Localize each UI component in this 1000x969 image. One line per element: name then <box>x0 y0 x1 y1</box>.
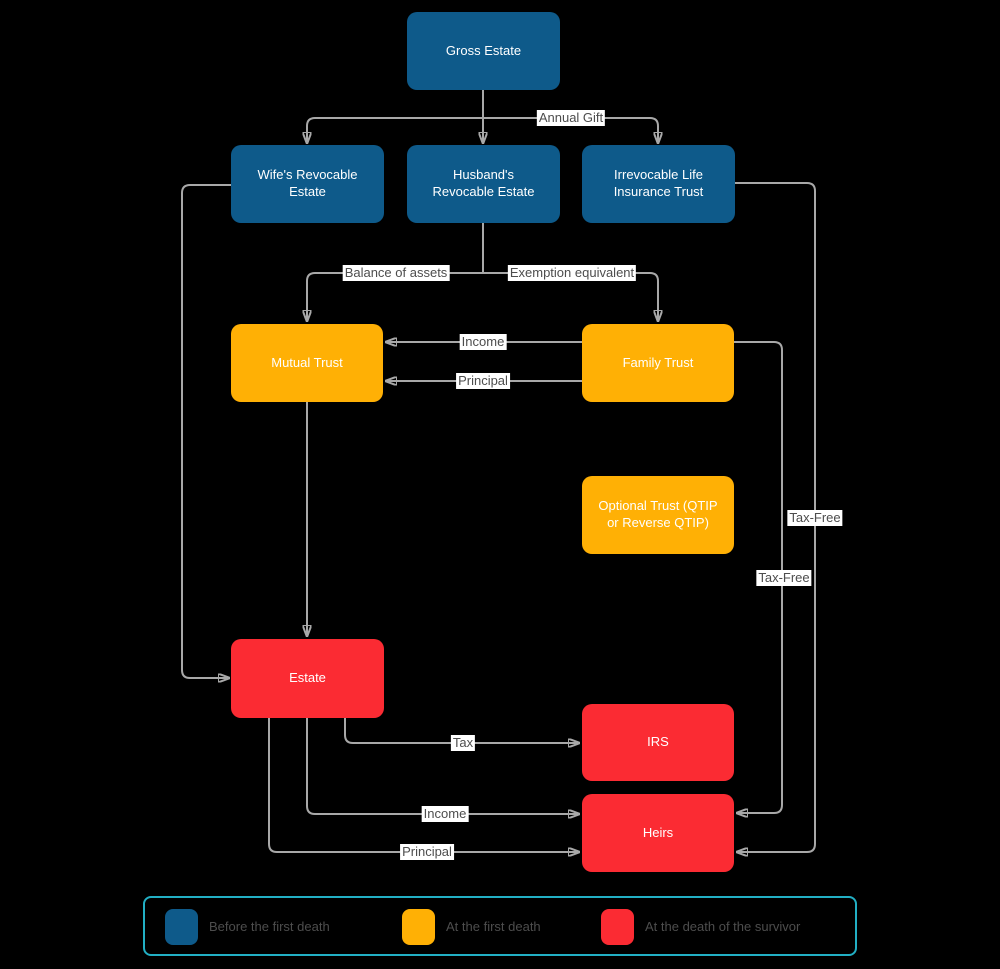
node-label: Heirs <box>642 824 674 840</box>
edge-label-tax: Tax <box>450 735 476 751</box>
edge-label-balance-of-assets: Balance of assets <box>342 265 450 281</box>
legend-label-before-first-death: Before the first death <box>209 919 330 934</box>
node-family-trust: Family Trust <box>582 324 734 402</box>
node-label: Family Trust <box>622 354 694 370</box>
edge-label-principal-heirs: Principal <box>400 844 454 860</box>
node-label: IRS <box>647 734 669 750</box>
edge-wife-to-estate <box>181 184 231 678</box>
edge-husband-to-mutual <box>307 272 483 321</box>
node-label: Estate <box>289 670 326 686</box>
node-wifes-revocable-estate: Wife's Revocable Estate <box>231 145 384 223</box>
node-estate: Estate <box>231 639 384 718</box>
node-label: Wife's Revocable Estate <box>257 167 358 199</box>
edge-label-tax-free-ilit: Tax-Free <box>787 510 843 526</box>
node-optional-trust-qtip: Optional Trust (QTIP or Reverse QTIP) <box>582 476 734 554</box>
legend: Before the first death At the first deat… <box>143 896 857 956</box>
edge-label-income-trust: Income <box>459 334 507 350</box>
edge-gross-to-wife <box>307 117 483 143</box>
edge-label-principal-trust: Principal <box>456 373 510 389</box>
legend-swatch-at-first-death <box>402 909 435 945</box>
node-gross-estate: Gross Estate <box>407 12 560 90</box>
edge-gross-to-ilit <box>483 117 658 143</box>
node-heirs: Heirs <box>582 794 734 872</box>
node-husbands-revocable-estate: Husband's Revocable Estate <box>407 145 560 223</box>
edge-label-income-heirs: Income <box>421 806 469 822</box>
node-label: Gross Estate <box>445 42 522 58</box>
legend-swatch-before-first-death <box>165 909 198 945</box>
edge-estate-principal-to-heirs <box>268 718 579 852</box>
edge-husband-to-family <box>483 272 658 321</box>
node-irs: IRS <box>582 704 734 781</box>
node-label: Optional Trust (QTIP or Reverse QTIP) <box>598 498 718 530</box>
node-irrevocable-life-insurance-trust: Irrevocable Life Insurance Trust <box>582 145 735 223</box>
legend-swatch-death-of-survivor <box>601 909 634 945</box>
node-mutual-trust: Mutual Trust <box>231 324 383 402</box>
node-label: Irrevocable Life Insurance Trust <box>613 167 704 199</box>
edge-estate-tax-to-irs <box>344 718 579 743</box>
edge-label-exemption-equivalent: Exemption equivalent <box>507 265 637 281</box>
legend-label-at-first-death: At the first death <box>446 919 541 934</box>
legend-label-death-of-survivor: At the death of the survivor <box>645 919 801 934</box>
node-label: Mutual Trust <box>271 354 343 370</box>
edge-label-tax-free-family: Tax-Free <box>756 570 812 586</box>
edge-estate-income-to-heirs <box>306 718 579 814</box>
node-label: Husband's Revocable Estate <box>432 167 535 199</box>
edge-label-annual-gift: Annual Gift <box>536 110 606 126</box>
